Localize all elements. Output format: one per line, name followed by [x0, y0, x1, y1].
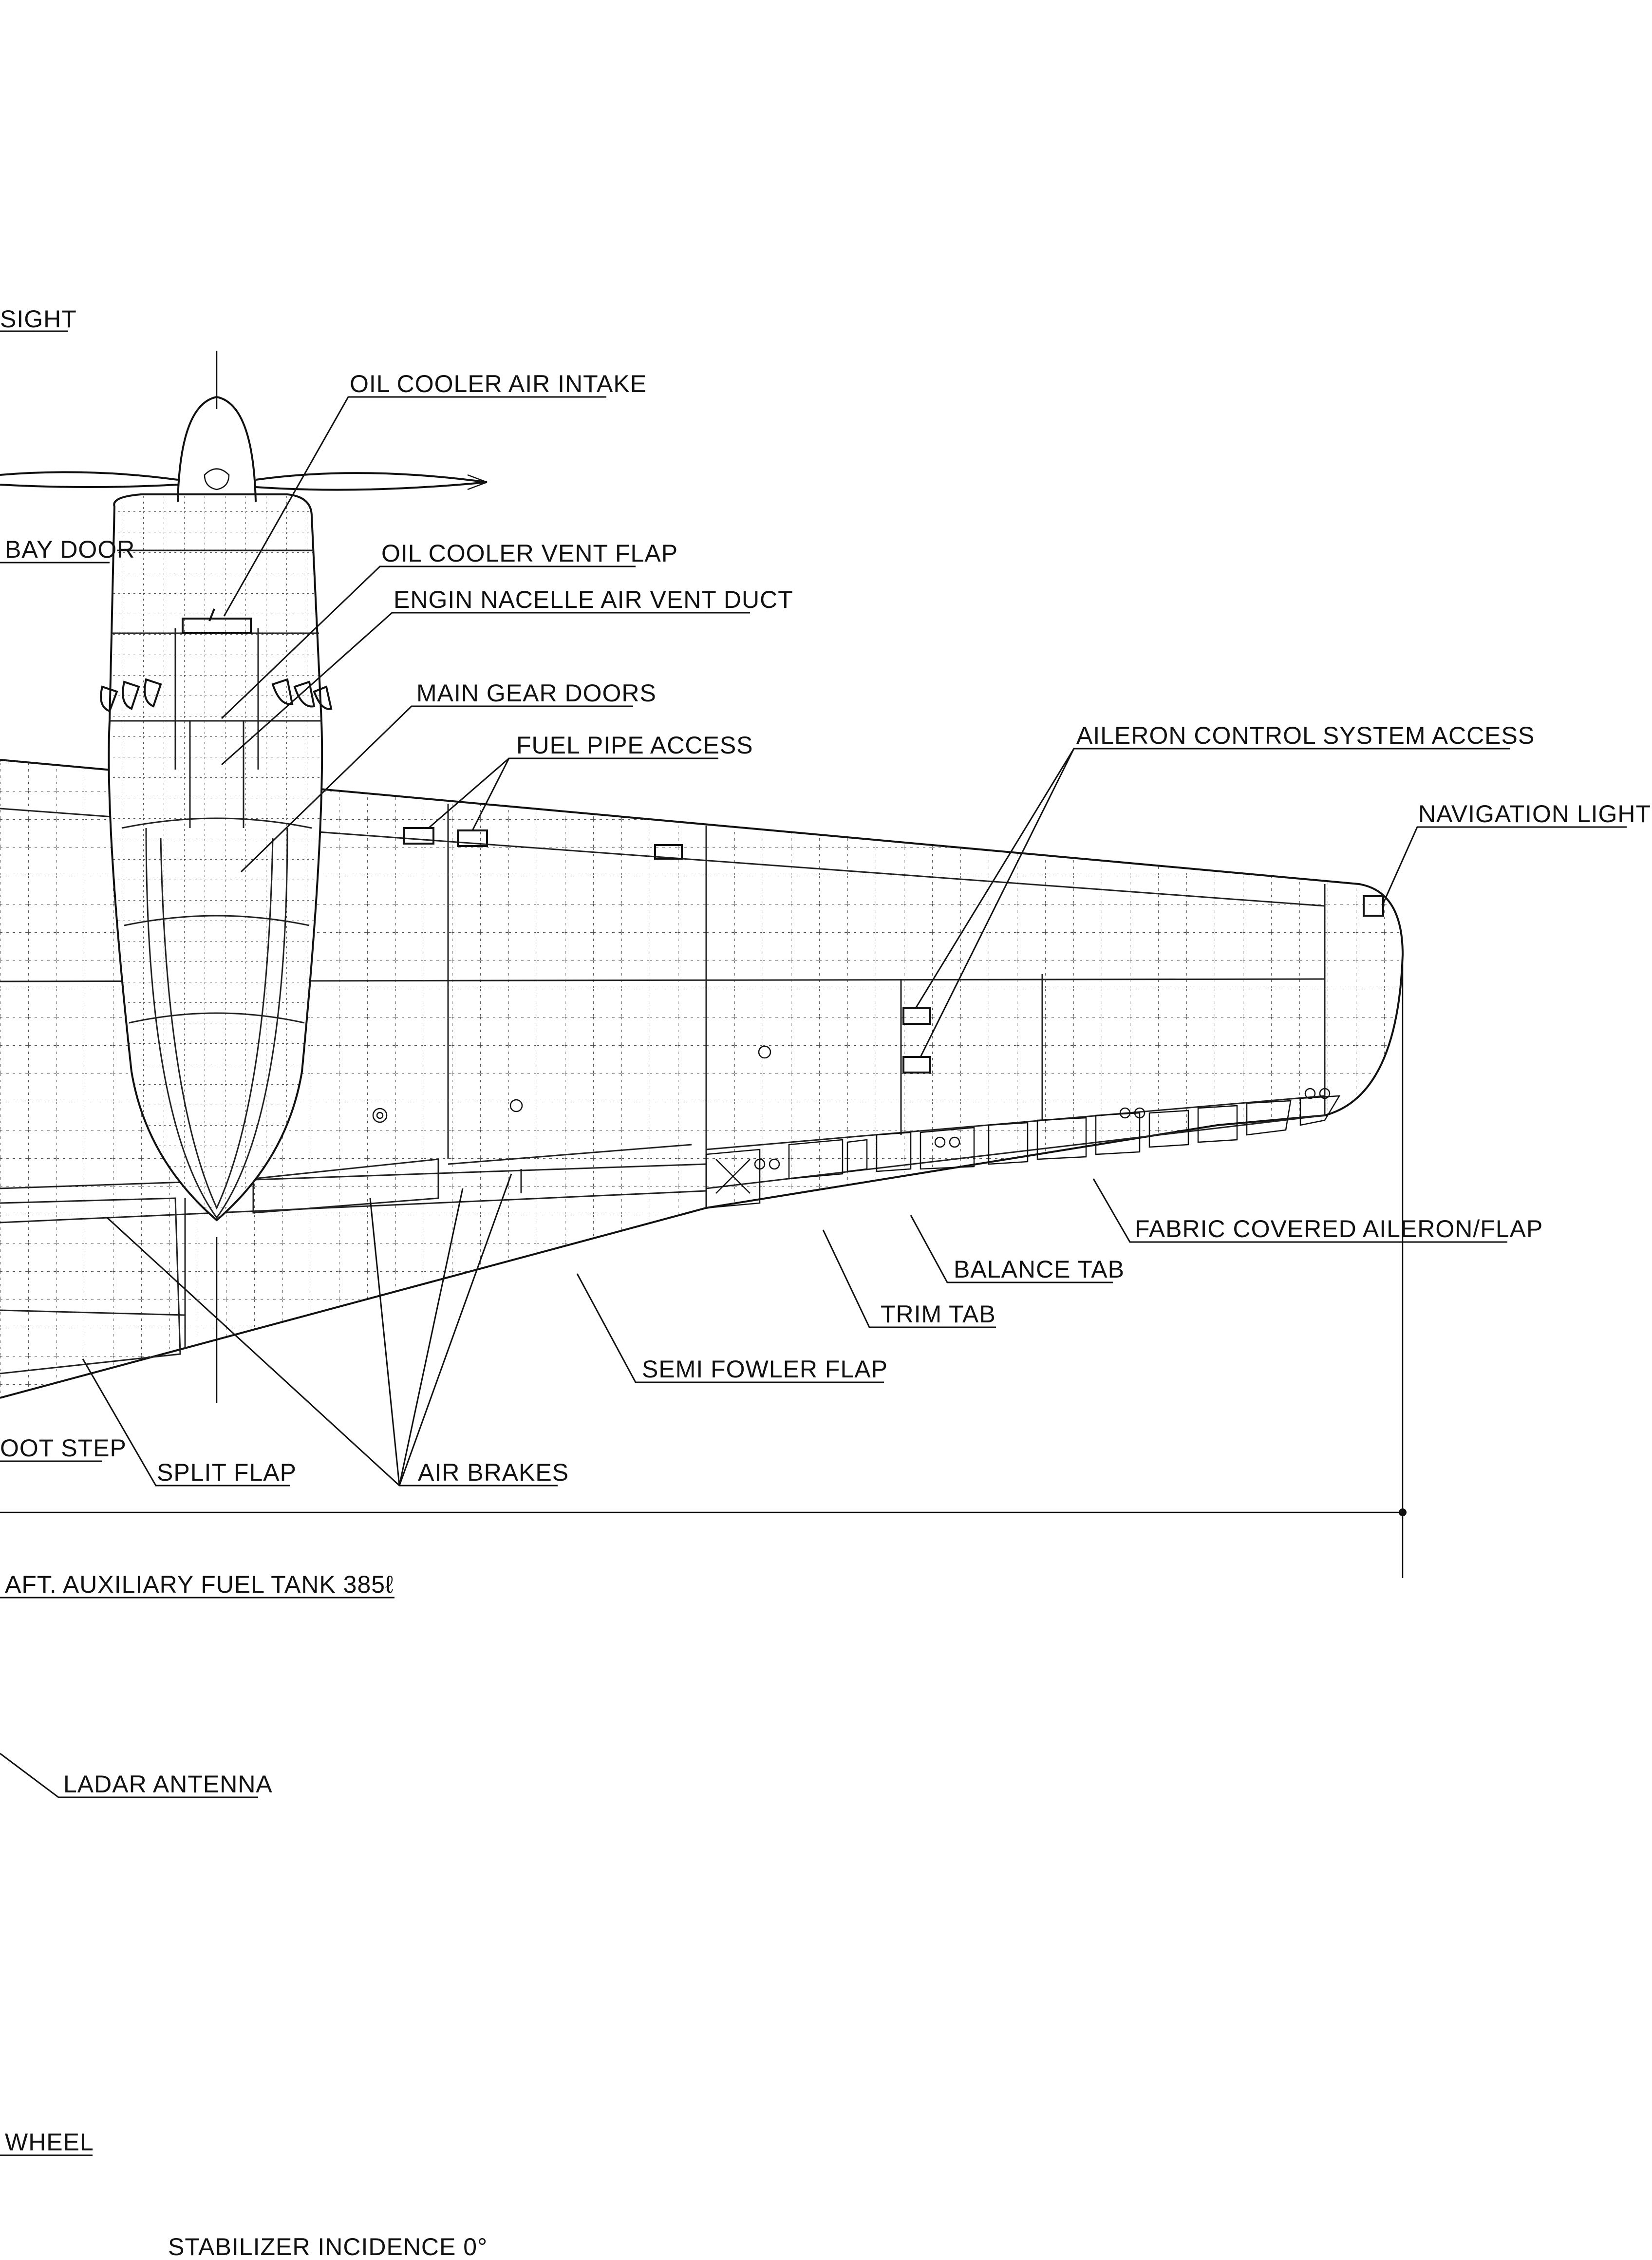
label-sight: SIGHT — [0, 305, 77, 333]
label-main-gear-doors: MAIN GEAR DOORS — [416, 679, 657, 707]
label-wheel: WHEEL — [5, 2128, 94, 2156]
label-bay-door: BAY DOOR — [5, 536, 135, 563]
label-fabric-covered-aileron-flap: FABRIC COVERED AILERON/FLAP — [1135, 1215, 1543, 1243]
label-navigation-light: NAVIGATION LIGHT — [1418, 800, 1651, 828]
label-engine-nacelle-air-vent-duct: ENGIN NACELLE AIR VENT DUCT — [394, 586, 793, 613]
label-semi-fowler-flap: SEMI FOWLER FLAP — [642, 1356, 888, 1383]
label-stabilizer-incidence: STABILIZER INCIDENCE 0° — [168, 2233, 488, 2260]
leader-lines — [0, 330, 1627, 2156]
label-aft-auxiliary-fuel-tank: AFT. AUXILIARY FUEL TANK 385ℓ — [5, 1571, 394, 1598]
label-split-flap: SPLIT FLAP — [157, 1459, 297, 1486]
label-balance-tab: BALANCE TAB — [954, 1256, 1125, 1283]
label-trim-tab: TRIM TAB — [881, 1300, 996, 1328]
callout-labels: SIGHT BAY DOOR OIL COOLER AIR INTAKE OIL… — [0, 305, 1651, 2260]
label-oil-cooler-air-intake: OIL COOLER AIR INTAKE — [350, 370, 647, 397]
label-foot-step: OOT STEP — [0, 1434, 127, 1462]
label-air-brakes: AIR BRAKES — [418, 1459, 569, 1486]
label-aileron-control-system-access: AILERON CONTROL SYSTEM ACCESS — [1076, 722, 1535, 749]
engine-nacelle — [0, 351, 488, 1403]
label-ladar-antenna: LADAR ANTENNA — [63, 1770, 273, 1798]
dimension-lines — [0, 964, 1407, 1578]
label-oil-cooler-vent-flap: OIL COOLER VENT FLAP — [381, 540, 678, 567]
label-fuel-pipe-access: FUEL PIPE ACCESS — [516, 732, 753, 759]
